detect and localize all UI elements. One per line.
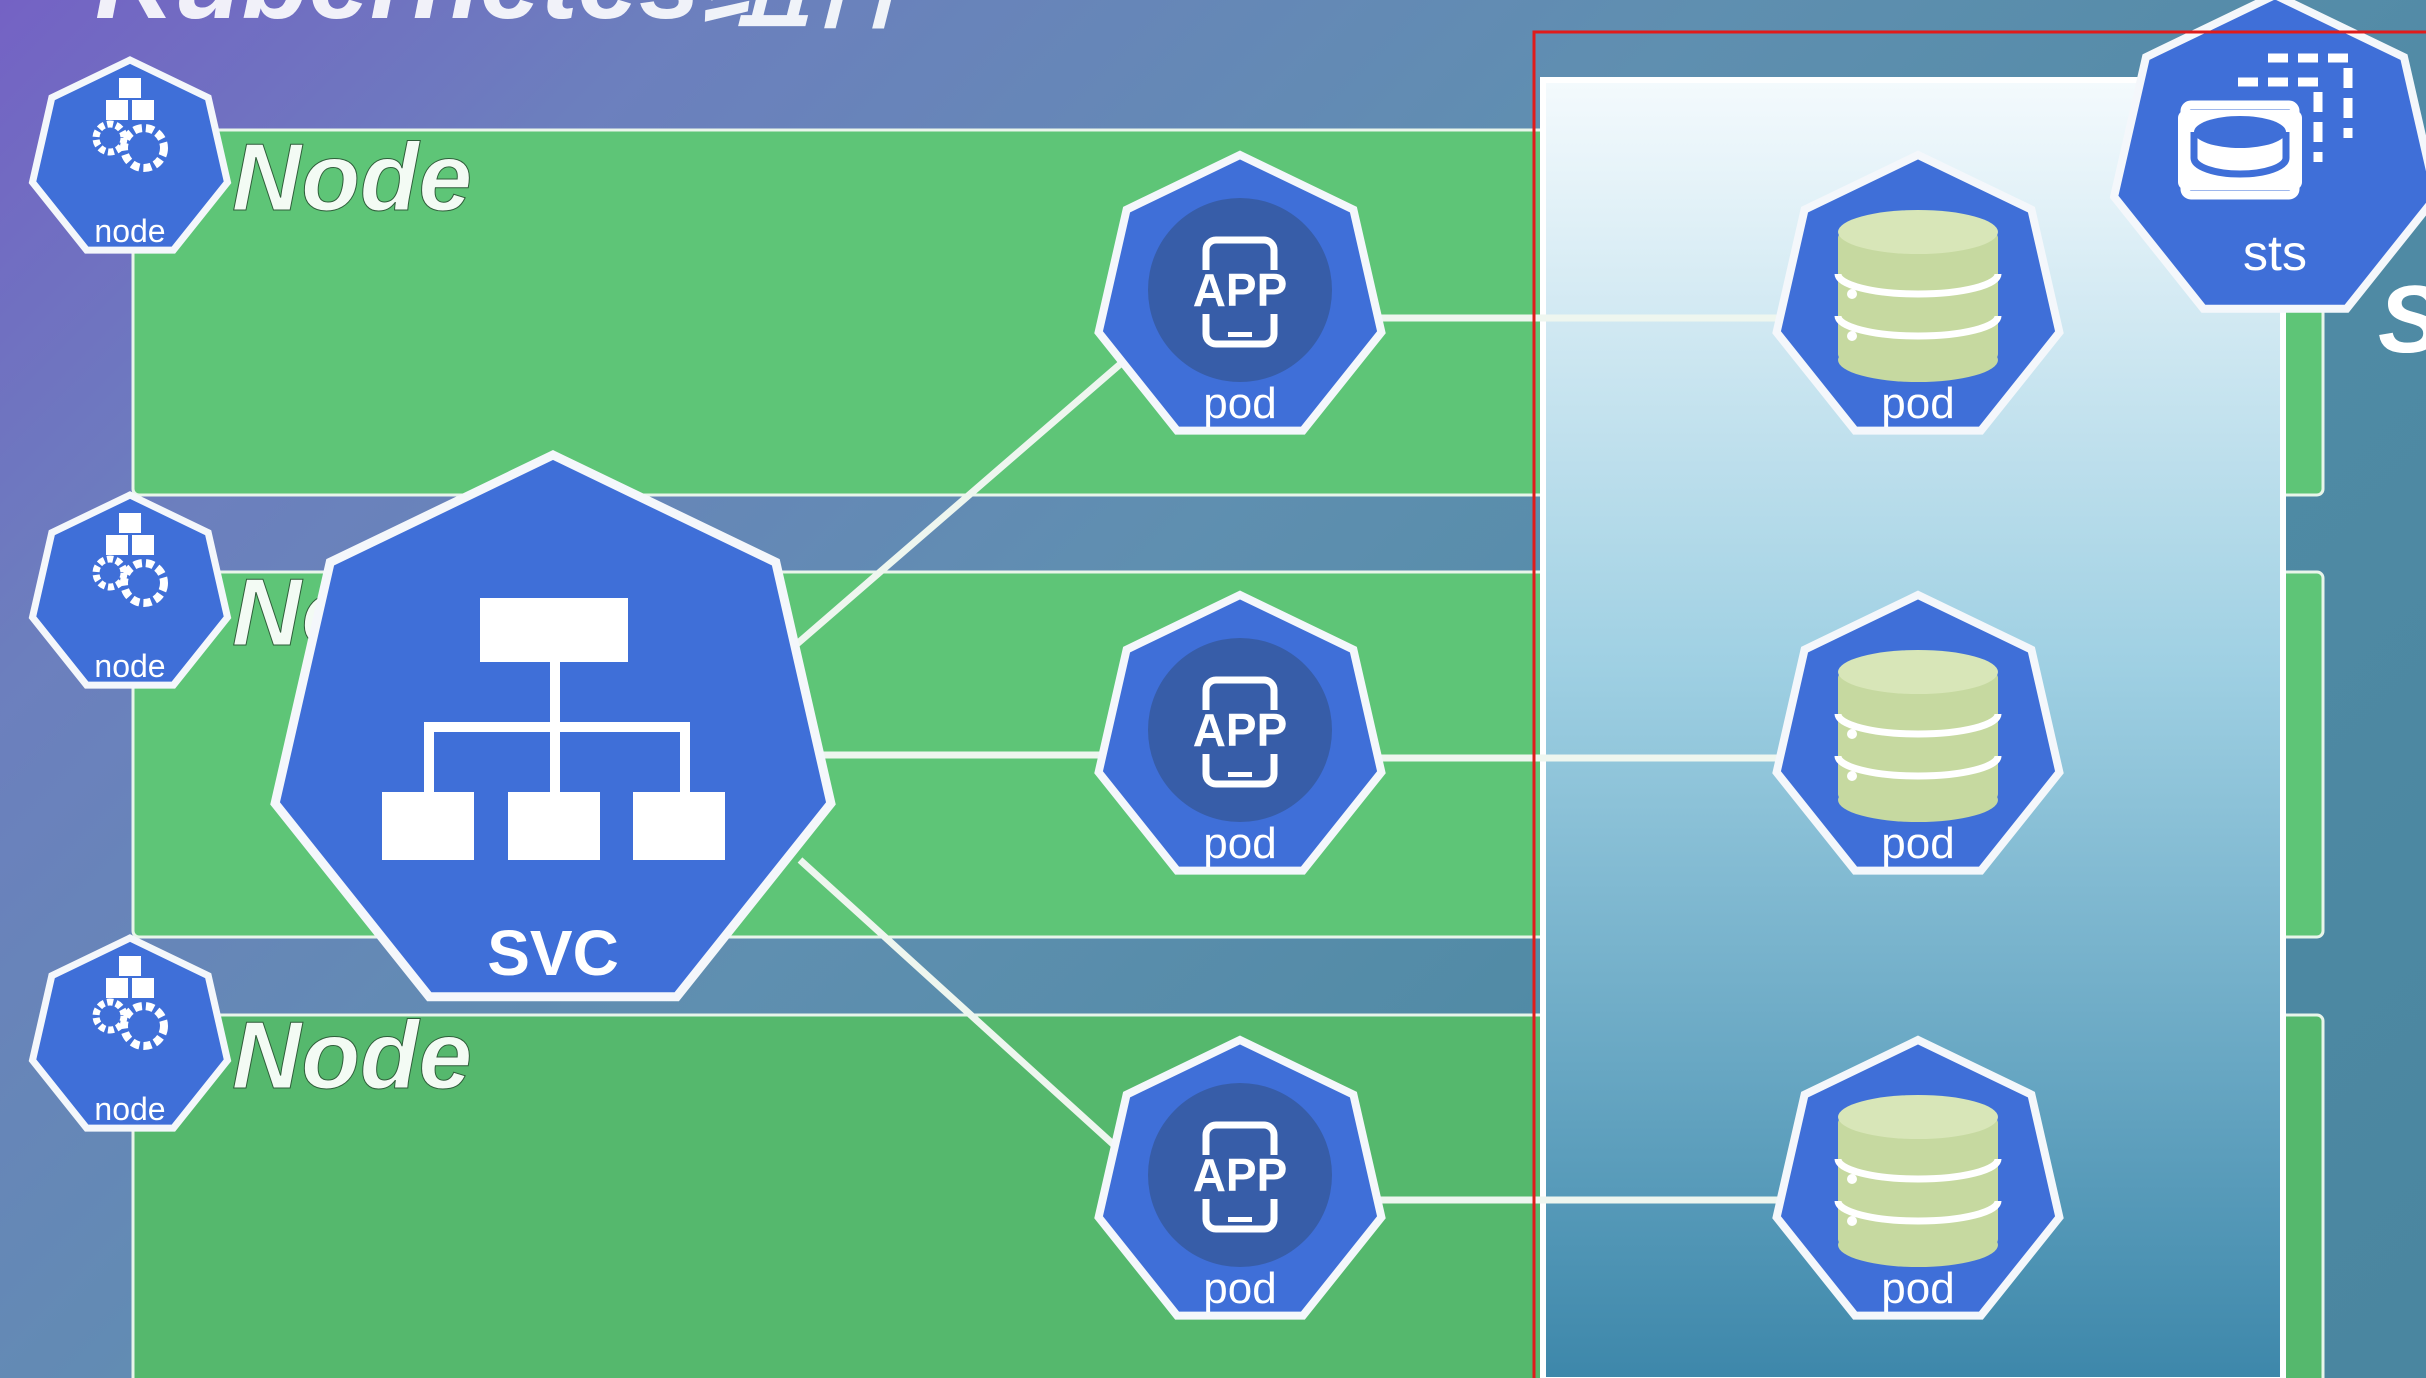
- app-text: APP: [1193, 1149, 1288, 1201]
- app-pod-3[interactable]: APP pod: [1094, 1035, 1386, 1320]
- database-icon: [1834, 210, 2002, 382]
- node-icon-label: node: [94, 648, 165, 684]
- link-svc-app1: [787, 357, 1128, 653]
- node-gears-icon: [92, 956, 168, 1050]
- node-heptagon: [28, 934, 232, 1132]
- connections: [787, 314, 1790, 1204]
- svc-label: SVC: [487, 917, 619, 989]
- app-text: APP: [1193, 264, 1288, 316]
- database-icon: [1834, 650, 2002, 822]
- link-svc-app3: [797, 857, 1128, 1158]
- node-word: Node: [232, 1002, 472, 1109]
- pod-label: pod: [1203, 1264, 1276, 1313]
- app-phone-icon: APP: [1186, 1121, 1294, 1233]
- node-icon-label: node: [94, 213, 165, 249]
- sts-label: sts: [2243, 225, 2307, 281]
- pod-label: pod: [1203, 819, 1276, 868]
- node-heptagon: [28, 491, 232, 689]
- page-title: Kubernetes组件: [95, 0, 930, 42]
- service-tree-icon: [382, 598, 725, 860]
- app-phone-icon: APP: [1186, 236, 1294, 348]
- database-cylinder-icon: [2178, 110, 2302, 190]
- node-heptagon: [28, 56, 232, 254]
- node-gears-icon: [92, 78, 168, 172]
- node-gears-icon: [92, 513, 168, 607]
- node-3[interactable]: node Node: [28, 934, 473, 1132]
- pod-label: pod: [1203, 379, 1276, 428]
- pod-label: pod: [1881, 379, 1954, 428]
- app-pod-1[interactable]: APP pod: [1094, 150, 1386, 435]
- node-1[interactable]: node Node: [28, 56, 473, 254]
- app-pod-2[interactable]: APP pod: [1094, 590, 1386, 875]
- node-icons: nodeNodenodeNodenodeNode: [28, 56, 473, 1132]
- sts-side-text: S: [2378, 266, 2426, 373]
- highlight-frame: [1532, 30, 2426, 1378]
- db-pod-1[interactable]: pod: [1772, 150, 2064, 435]
- node-word: Node: [232, 124, 472, 231]
- statefulset[interactable]: sts: [2109, 0, 2426, 313]
- db-pods: pod pod pod: [1772, 150, 2064, 1320]
- app-phone-icon: APP: [1186, 676, 1294, 788]
- app-text: APP: [1193, 704, 1288, 756]
- database-icon: [1834, 1095, 2002, 1267]
- db-pod-3[interactable]: pod: [1772, 1035, 2064, 1320]
- pod-label: pod: [1881, 1264, 1954, 1313]
- node-icon-label: node: [94, 1091, 165, 1127]
- pod-label: pod: [1881, 819, 1954, 868]
- db-pod-2[interactable]: pod: [1772, 590, 2064, 875]
- service[interactable]: SVC: [270, 450, 836, 1002]
